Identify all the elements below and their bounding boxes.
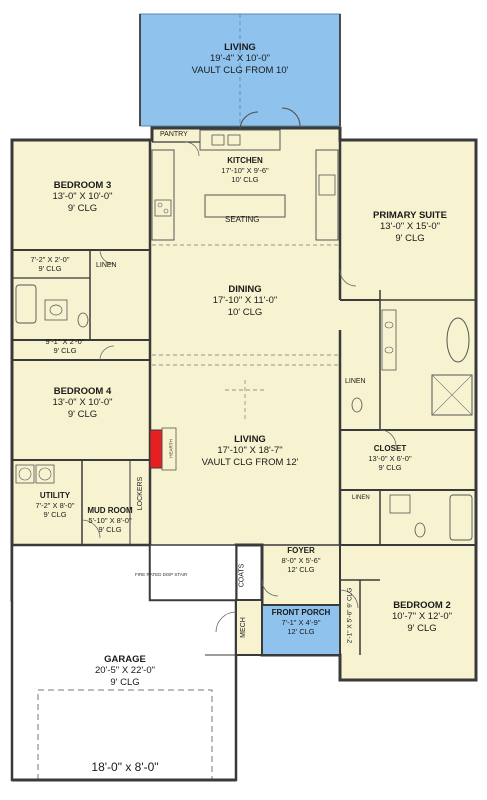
label-seating: SEATING	[225, 215, 260, 224]
room-ceiling: 9' CLG	[53, 346, 77, 355]
room-dining: DINING 17'-10" X 11'-0" 10' CLG	[180, 284, 310, 318]
room-bedroom2: BEDROOM 2 10'-7" X 12'-0" 9' CLG	[372, 600, 472, 634]
room-foyer: FOYER 8'-0" X 5'-6" 12' CLG	[262, 546, 340, 574]
room-utility: UTILITY 7'-2" X 8'-0" 9' CLG	[30, 491, 80, 519]
room-kitchen: KITCHEN 17'-10" X 9'-6" 10' CLG	[195, 156, 295, 184]
primary-tub	[446, 317, 470, 363]
room-dims: 19'-4" X 10'-0"	[209, 53, 270, 65]
room-ceiling: 9' CLG	[98, 524, 122, 534]
kitchen-counter-right	[315, 149, 339, 241]
room-ceiling: 12' CLG	[287, 626, 315, 636]
room-dims: 13'-0" X 15'-0"	[379, 221, 440, 233]
room-dims: 17'-10" X 9'-6"	[221, 165, 269, 175]
label-lockers: LOCKERS	[137, 476, 145, 511]
room-dims: 10'-7" X 12'-0"	[391, 611, 452, 623]
room-name: BEDROOM 4	[53, 386, 112, 397]
label-linen-bath: LINEN	[96, 262, 117, 269]
room-name: FRONT PORCH	[271, 608, 331, 617]
label-stair: FIRE RATED DISP STAIR	[135, 572, 188, 577]
room-ceiling: 10' CLG	[227, 306, 263, 318]
room-dims: 13'-0" X 6'-0"	[368, 453, 412, 463]
room-name: GARAGE	[104, 654, 146, 665]
room-dims: 13'-0" X 10'-0"	[52, 397, 113, 409]
room-dims: 17'-10" X 11'-0"	[212, 295, 278, 307]
room-closet-b4: 9'-1" X 2'-0" 9' CLG	[20, 337, 110, 355]
label-closet-b2: 2'-1" X 5'-6" 9' CLG	[346, 588, 353, 644]
room-ceiling: 9' CLG	[378, 462, 402, 472]
room-dims: 13'-0" X 10'-0"	[52, 191, 113, 203]
room-bedroom3: BEDROOM 3 13'-0" X 10'-0" 9' CLG	[25, 180, 140, 214]
room-ceiling: 12' CLG	[287, 564, 315, 574]
room-dims: 7'-2" X 8'-0"	[35, 500, 75, 510]
room-ceiling: 9' CLG	[346, 587, 354, 608]
room-closet: CLOSET 13'-0" X 6'-0" 9' CLG	[355, 444, 425, 472]
label-linen-b2: LINEN	[352, 495, 370, 501]
room-name: BEDROOM 2	[393, 600, 451, 611]
room-garage: GARAGE 20'-5" X 22'-0" 9' CLG	[60, 654, 190, 688]
room-dims: 9'-1" X 2'-0"	[45, 337, 85, 346]
room-ceiling: VAULT CLG FROM 10'	[191, 64, 289, 76]
label-pantry: PANTRY	[160, 131, 188, 138]
room-name: CLOSET	[373, 444, 407, 453]
room-ceiling: 9' CLG	[110, 676, 140, 688]
room-dims: 7'-2" X 2'-0"	[30, 255, 70, 264]
room-name: DINING	[228, 284, 262, 295]
room-mudroom: MUD ROOM 5'-10" X 8'-0" 9' CLG	[84, 506, 136, 534]
label-linen-primary: LINEN	[345, 378, 366, 385]
room-ceiling: 9' CLG	[395, 232, 425, 244]
room-name: BEDROOM 3	[53, 180, 112, 191]
room-ceiling: 9' CLG	[43, 509, 67, 519]
room-dims: 2'-1" X 5'-6"	[346, 609, 354, 644]
room-dims: 7'-1" X 4'-9"	[281, 617, 321, 627]
room-closet-b3: 7'-2" X 2'-0" 9' CLG	[20, 255, 80, 273]
room-living-patio: LIVING 19'-4" X 10'-0" VAULT CLG FROM 10…	[150, 42, 330, 76]
room-front-porch: FRONT PORCH 7'-1" X 4'-9" 12' CLG	[262, 608, 340, 636]
label-garage-door: 18'-0" x 8'-0"	[91, 760, 159, 774]
room-name: UTILITY	[39, 491, 71, 500]
room-ceiling: 9' CLG	[407, 622, 437, 634]
room-ceiling: 9' CLG	[67, 408, 98, 420]
room-primary-suite: PRIMARY SUITE 13'-0" X 15'-0" 9' CLG	[355, 210, 465, 244]
room-living: LIVING 17'-10" X 18'-7" VAULT CLG FROM 1…	[180, 434, 320, 468]
room-ceiling: VAULT CLG FROM 12'	[201, 456, 299, 468]
room-name: MUD ROOM	[87, 506, 133, 515]
front-porch-area	[261, 604, 341, 656]
label-coats: COATS	[238, 563, 246, 588]
kitchen-counter-left	[151, 149, 175, 241]
kitchen-island	[204, 194, 286, 218]
room-name: LIVING	[234, 434, 266, 445]
room-dims: 5'-10" X 8'-0"	[88, 515, 132, 525]
room-name: PRIMARY SUITE	[373, 210, 447, 221]
room-ceiling: 9' CLG	[38, 264, 62, 273]
room-ceiling: 9' CLG	[67, 202, 98, 214]
room-name: KITCHEN	[227, 156, 263, 165]
room-bedroom4: BEDROOM 4 13'-0" X 10'-0" 9' CLG	[25, 386, 140, 420]
room-dims: 8'-0" X 5'-6"	[281, 555, 321, 565]
fireplace	[149, 429, 163, 469]
garage-door-line	[37, 689, 213, 780]
primary-shower	[431, 374, 473, 416]
label-mech: MECH	[239, 617, 247, 638]
room-dims: 17'-10" X 18'-7"	[217, 445, 283, 457]
tub-bath3	[15, 284, 37, 324]
room-name: FOYER	[287, 546, 315, 555]
room-dims: 20'-5" X 22'-0"	[94, 665, 155, 677]
room-ceiling: 10' CLG	[231, 174, 259, 184]
room-name: LIVING	[224, 42, 256, 53]
label-hearth: HEARTH	[168, 439, 174, 458]
